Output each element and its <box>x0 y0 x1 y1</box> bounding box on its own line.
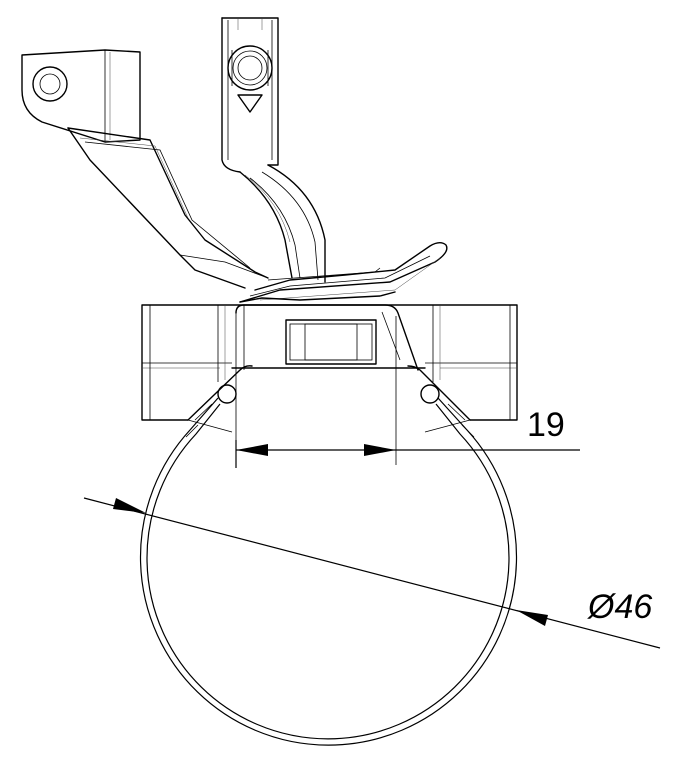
diameter-dimension-label: Ø46 <box>587 588 652 626</box>
diameter-dimension <box>83 497 661 649</box>
band-slot-left <box>217 384 237 404</box>
width-dimension <box>235 440 580 468</box>
bracket-hole <box>32 66 68 102</box>
width-dimension-label: 19 <box>527 406 565 444</box>
bolt-head <box>227 45 273 113</box>
left-bracket-arm <box>21 49 269 289</box>
clamp-lever <box>239 242 448 303</box>
clamp-housing <box>141 304 518 465</box>
center-bracket-arm <box>221 17 326 283</box>
band-slot-right <box>420 384 440 404</box>
clamp-band <box>139 397 518 746</box>
